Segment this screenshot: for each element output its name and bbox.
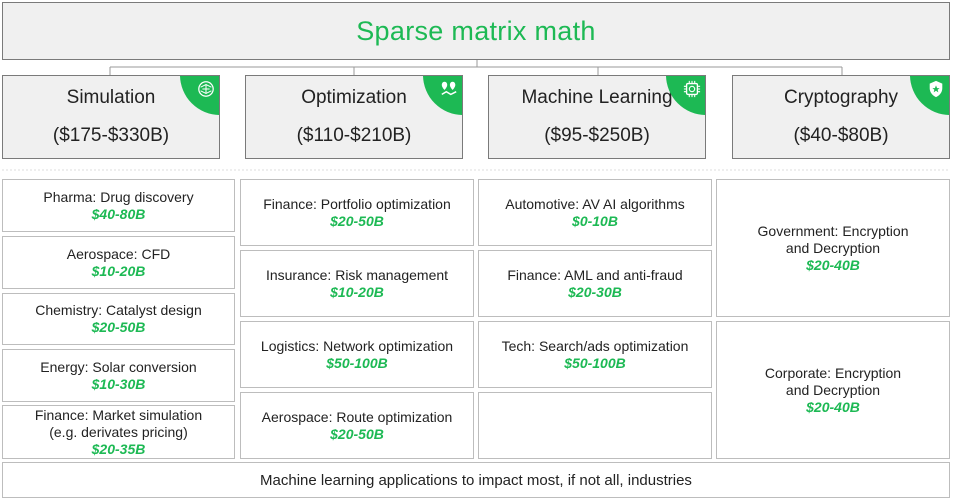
category-range: ($95-$250B) xyxy=(544,125,650,146)
category-box-optimization: Optimization ($110-$210B) xyxy=(245,75,463,159)
footer-box: Machine learning applications to impact … xyxy=(2,462,950,498)
category-box-machine-learning: Machine Learning ($95-$250B) xyxy=(488,75,706,159)
application-label: Corporate: Encryption xyxy=(764,364,902,381)
category-name: Simulation xyxy=(66,87,156,108)
application-cell: Aerospace: Route optimization $20-50B xyxy=(240,392,474,459)
category-name: Optimization xyxy=(301,87,407,108)
application-cell: Automotive: AV AI algorithms $0-10B xyxy=(478,179,712,246)
application-value: $10-20B xyxy=(330,283,384,300)
category-range: ($175-$330B) xyxy=(52,125,170,146)
application-value: $20-30B xyxy=(568,283,622,300)
shield-icon xyxy=(929,80,943,98)
application-label-line2: and Decryption xyxy=(785,381,881,398)
category-badge xyxy=(910,76,949,115)
diagram-title-box: Sparse matrix math xyxy=(2,2,950,60)
application-cell: Chemistry: Catalyst design $20-50B xyxy=(2,293,235,345)
application-cell: Finance: Portfolio optimization $20-50B xyxy=(240,179,474,246)
application-value: $20-50B xyxy=(91,319,146,335)
application-cell: Tech: Search/ads optimization $50-100B xyxy=(478,321,712,388)
category-range: ($40-$80B) xyxy=(793,125,889,146)
application-cell: Aerospace: CFD $10-20B xyxy=(2,236,235,289)
application-label: Aerospace: CFD xyxy=(66,245,171,262)
application-label: Insurance: Risk management xyxy=(265,266,449,283)
route-pins-icon xyxy=(441,81,457,96)
brain-network-icon xyxy=(198,81,214,97)
application-cell: Energy: Solar conversion $10-30B xyxy=(2,349,235,402)
application-label: Aerospace: Route optimization xyxy=(261,408,453,425)
application-label: Government: Encryption xyxy=(757,222,909,239)
application-cell: Finance: AML and anti-fraud $20-30B xyxy=(478,250,712,317)
category-range: ($110-$210B) xyxy=(296,125,412,146)
application-cell: Insurance: Risk management $10-20B xyxy=(240,250,474,317)
application-value: $50-100B xyxy=(564,354,626,371)
category-box-simulation: Simulation ($175-$330B) xyxy=(2,75,220,159)
application-value: $0-10B xyxy=(572,212,618,229)
application-label: Finance: Portfolio optimization xyxy=(263,195,451,212)
category-badge xyxy=(180,76,219,115)
category-name: Machine Learning xyxy=(521,87,673,108)
application-cell: Pharma: Drug discovery $40-80B xyxy=(2,179,235,232)
application-value: $20-40B xyxy=(806,398,860,415)
category-box-cryptography: Cryptography ($40-$80B) xyxy=(732,75,950,159)
footer-text: Machine learning applications to impact … xyxy=(260,471,692,489)
application-value: $40-80B xyxy=(91,205,146,222)
application-label: Pharma: Drug discovery xyxy=(43,188,194,205)
application-value: $20-35B xyxy=(91,440,146,457)
application-label: Automotive: AV AI algorithms xyxy=(505,195,685,212)
application-label: Chemistry: Catalyst design xyxy=(35,302,202,318)
diagram-title: Sparse matrix math xyxy=(356,15,596,46)
category-badge xyxy=(423,76,462,115)
application-cell: Logistics: Network optimization $50-100B xyxy=(240,321,474,388)
application-value: $10-20B xyxy=(91,262,146,279)
application-label: Finance: AML and anti-fraud xyxy=(507,266,683,283)
application-label: Tech: Search/ads optimization xyxy=(501,337,689,354)
application-value: $20-50B xyxy=(330,425,384,442)
application-label-line2: (e.g. derivates pricing) xyxy=(49,423,188,440)
category-badge xyxy=(666,76,705,115)
application-value: $20-40B xyxy=(806,256,860,273)
ai-chip-icon xyxy=(683,80,701,98)
application-label-line2: and Decryption xyxy=(785,239,881,256)
empty-cell xyxy=(478,392,712,459)
application-cell: Government: Encryption and Decryption $2… xyxy=(716,179,950,317)
category-name: Cryptography xyxy=(783,87,899,108)
application-label: Energy: Solar conversion xyxy=(40,358,197,375)
application-value: $10-30B xyxy=(91,375,146,392)
application-cell: Finance: Market simulation (e.g. derivat… xyxy=(2,405,235,459)
application-label: Finance: Market simulation xyxy=(34,406,203,423)
application-value: $50-100B xyxy=(326,354,388,371)
application-cell: Corporate: Encryption and Decryption $20… xyxy=(716,321,950,459)
application-label: Logistics: Network optimization xyxy=(260,337,454,354)
application-value: $20-50B xyxy=(330,212,384,229)
